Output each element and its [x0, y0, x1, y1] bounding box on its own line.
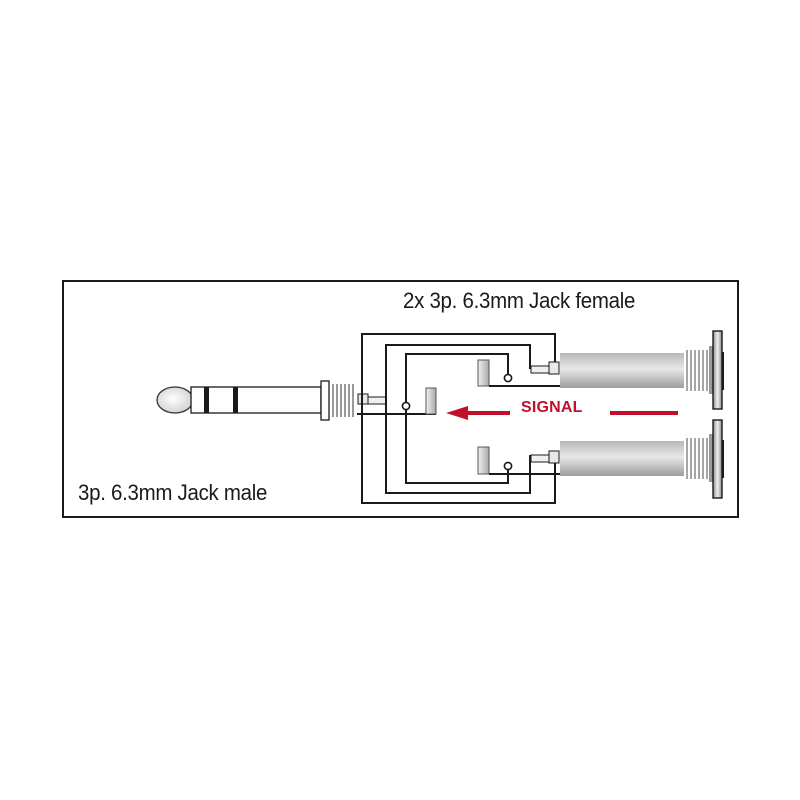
junction-node	[401, 401, 411, 411]
junction-node	[503, 461, 513, 471]
female-jack-top-icon	[477, 330, 724, 410]
female-connectors-label: 2x 3p. 6.3mm Jack female	[403, 288, 636, 313]
male-jack-plug-icon	[156, 380, 437, 421]
male-connector-label: 3p. 6.3mm Jack male	[78, 480, 268, 505]
signal-arrow-icon	[446, 406, 678, 420]
junction-node	[503, 373, 513, 383]
female-jack-bottom-icon	[477, 419, 724, 499]
wiring-lines	[361, 333, 556, 504]
signal-label: SIGNAL	[521, 399, 583, 416]
